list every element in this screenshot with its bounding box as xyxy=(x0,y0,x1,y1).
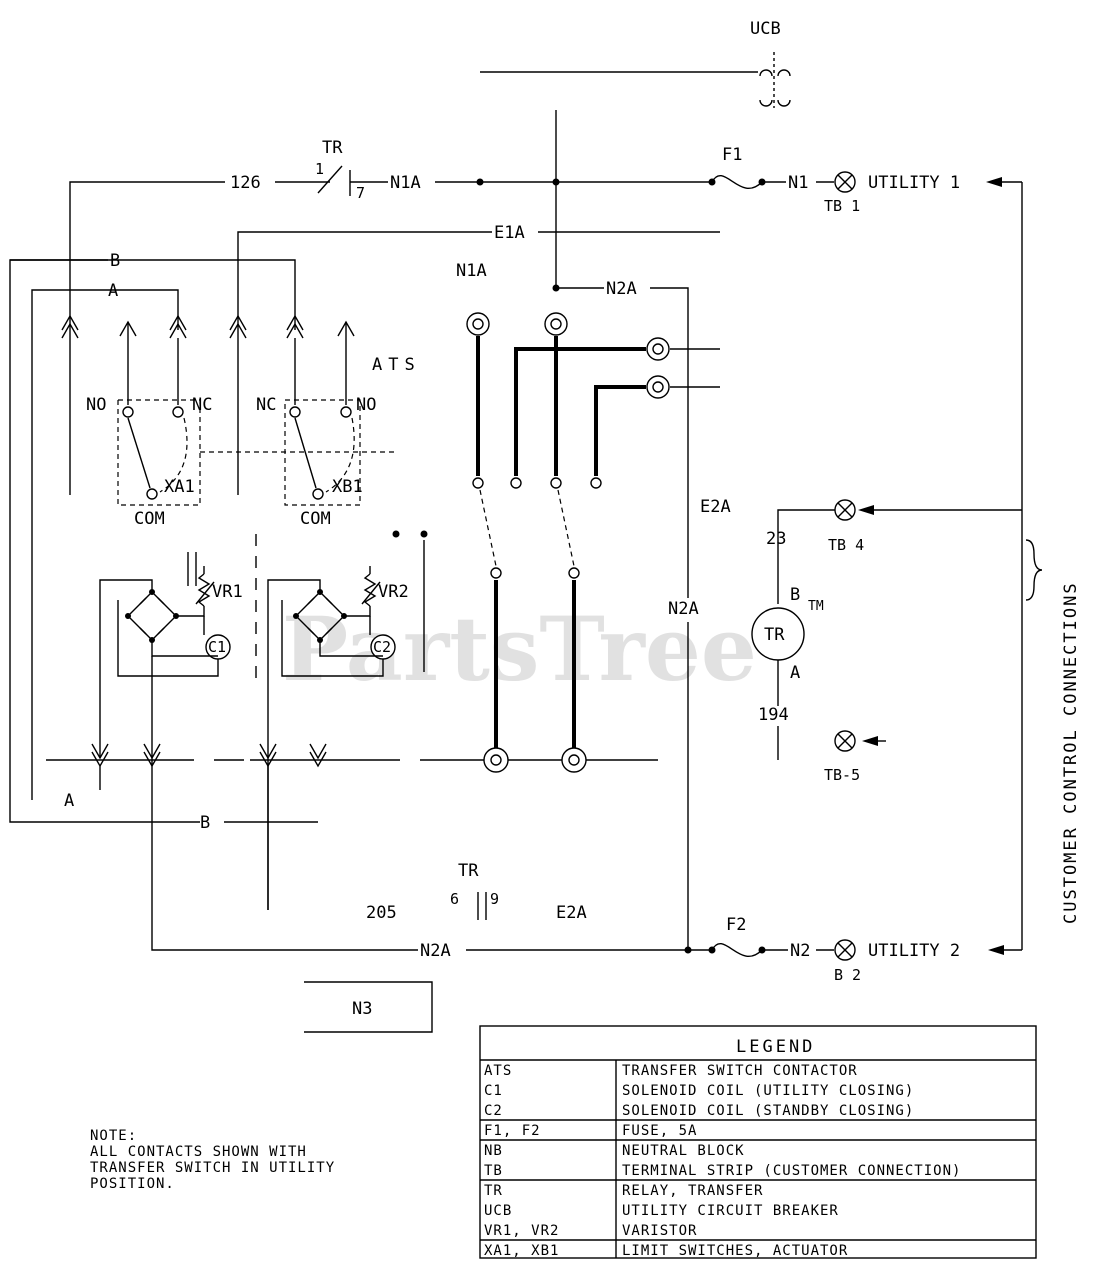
n1a-top-label: N1A xyxy=(390,173,421,193)
legend-description: LIMIT SWITCHES, ACTUATOR xyxy=(622,1243,848,1259)
legend-title: LEGEND xyxy=(736,1037,815,1057)
tr-bottom-label: TR xyxy=(458,861,479,881)
nc-left-label: NC xyxy=(192,395,212,415)
legend-description: NEUTRAL BLOCK xyxy=(622,1143,745,1159)
legend-code: TB xyxy=(484,1163,503,1179)
b-top-label: B xyxy=(110,251,120,271)
legend-code: C2 xyxy=(484,1103,503,1119)
connector-pins-top xyxy=(61,314,355,339)
c2-label: C2 xyxy=(373,638,391,656)
legend-description: SOLENOID COIL (UTILITY CLOSING) xyxy=(622,1083,914,1099)
n2a-top-label: N2A xyxy=(606,279,637,299)
limit-switch-xb1 xyxy=(284,399,361,506)
legend-description: FUSE, 5A xyxy=(622,1123,697,1139)
tb2-terminal xyxy=(834,939,856,961)
ats-contacts xyxy=(466,312,720,773)
n2a-side-label: N2A xyxy=(668,599,699,619)
legend-code: NB xyxy=(484,1143,503,1159)
watermark-tm: TM xyxy=(808,599,824,614)
legend-description: TRANSFER SWITCH CONTACTOR xyxy=(622,1063,858,1079)
tb5-label: TB-5 xyxy=(824,766,860,784)
n2a-bottom-label: N2A xyxy=(420,941,451,961)
n2-label: N2 xyxy=(790,941,810,961)
xb1-label: XB1 xyxy=(332,477,363,497)
n1a-mid-label: N1A xyxy=(456,261,487,281)
ats-label: ATS xyxy=(372,355,421,375)
b-bottom-label: B xyxy=(200,813,210,833)
note-line-4: POSITION. xyxy=(90,1176,175,1192)
nc-right-label: NC xyxy=(256,395,276,415)
legend-description: UTILITY CIRCUIT BREAKER xyxy=(622,1203,839,1219)
utility1-label: UTILITY 1 xyxy=(868,173,960,193)
n1-label: N1 xyxy=(788,173,808,193)
legend-code: TR xyxy=(484,1183,503,1199)
legend-description: RELAY, TRANSFER xyxy=(622,1183,763,1199)
vr2-label: VR2 xyxy=(378,582,409,602)
wire-23-label: 23 xyxy=(766,529,786,549)
utility-circuit-breaker xyxy=(480,52,791,108)
tb1-label: TB 1 xyxy=(824,197,860,215)
a-top-label: A xyxy=(108,281,118,301)
xa1-label: XA1 xyxy=(164,477,195,497)
wire-194-label: 194 xyxy=(758,705,789,725)
f1-label: F1 xyxy=(722,145,742,165)
tb1-terminal xyxy=(834,171,856,193)
wire-205-label: 205 xyxy=(366,903,397,923)
legend-description: VARISTOR xyxy=(622,1223,697,1239)
com-left-label: COM xyxy=(134,509,165,529)
legend-code: VR1, VR2 xyxy=(484,1223,559,1239)
utility2-label: UTILITY 2 xyxy=(868,941,960,961)
tb4-terminal xyxy=(834,499,856,521)
com-right-label: COM xyxy=(300,509,331,529)
vr1-label: VR1 xyxy=(212,582,243,602)
a-bottom-label: A xyxy=(64,791,74,811)
note-line-1: NOTE: xyxy=(90,1128,137,1144)
tb5-terminal xyxy=(834,730,856,752)
legend-code: UCB xyxy=(484,1203,512,1219)
no-right-label: NO xyxy=(356,395,376,415)
solenoid-c1-circuit xyxy=(99,552,231,822)
limit-switch-xa1 xyxy=(117,399,201,506)
note-line-3: TRANSFER SWITCH IN UTILITY xyxy=(90,1160,335,1176)
ucb-label: UCB xyxy=(750,19,781,39)
no-left-label: NO xyxy=(86,395,106,415)
legend-code: F1, F2 xyxy=(484,1123,541,1139)
tb2-label: B 2 xyxy=(834,966,861,984)
e2a-bottom-label: E2A xyxy=(556,903,587,923)
tr-top-pin1: 1 xyxy=(315,160,324,178)
legend-description: TERMINAL STRIP (CUSTOMER CONNECTION) xyxy=(622,1163,961,1179)
legend-description: SOLENOID COIL (STANDBY CLOSING) xyxy=(622,1103,914,1119)
note-block: NOTE: ALL CONTACTS SHOWN WITH TRANSFER S… xyxy=(90,1128,335,1192)
tr-bottom-pin9: 9 xyxy=(490,890,499,908)
e1a-label: E1A xyxy=(494,223,525,243)
c1-label: C1 xyxy=(208,638,226,656)
tr-coil-label: TR xyxy=(764,625,785,645)
wire-126-label: 126 xyxy=(230,173,261,193)
customer-connections-label: CUSTOMER CONTROL CONNECTIONS xyxy=(1061,581,1081,924)
legend-code: XA1, XB1 xyxy=(484,1243,559,1259)
tr-coil-a: A xyxy=(790,663,800,683)
tr-top-label: TR xyxy=(322,138,343,158)
tb4-label: TB 4 xyxy=(828,536,864,554)
n3-label: N3 xyxy=(352,999,372,1019)
solenoid-c2-circuit xyxy=(267,540,425,910)
legend-code: ATS xyxy=(484,1063,512,1079)
legend-code: C1 xyxy=(484,1083,503,1099)
tr-bottom-pin6: 6 xyxy=(450,890,459,908)
note-line-2: ALL CONTACTS SHOWN WITH xyxy=(90,1144,307,1160)
watermark: PartsTree xyxy=(282,597,757,701)
tr-coil-b: B xyxy=(790,585,800,605)
tr-top-pin7: 7 xyxy=(356,184,365,202)
e2a-side-label: E2A xyxy=(700,497,731,517)
f2-label: F2 xyxy=(726,915,746,935)
